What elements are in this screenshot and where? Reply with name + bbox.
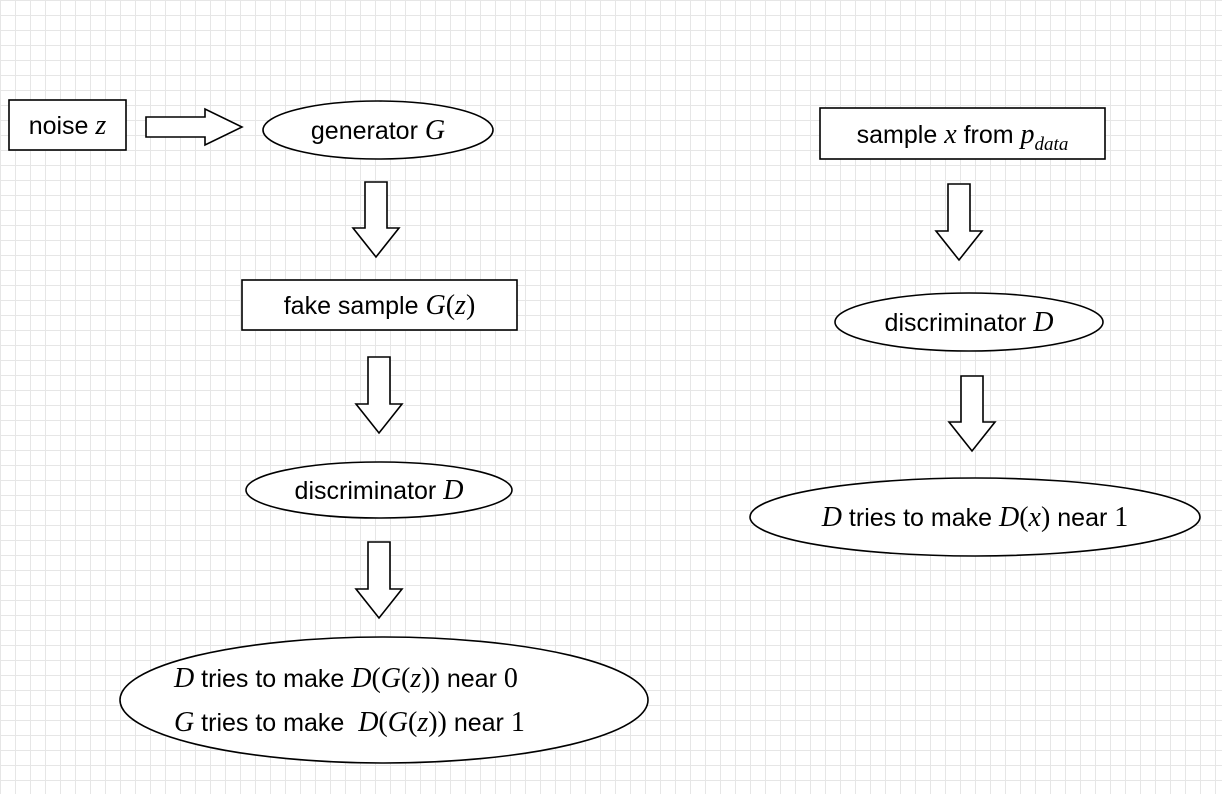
outcome-real-close: ) (1041, 502, 1050, 533)
outcome-fake-line2-suffix: near (447, 709, 511, 737)
arrow-discriminator-to-outcome-fake (354, 541, 404, 620)
sample-real-label-text: sample (857, 121, 945, 149)
discriminator-right-label-text: discriminator (885, 309, 1034, 337)
discriminator-right-node: discriminator D (834, 292, 1104, 352)
generator-variable: G (425, 115, 445, 146)
outcome-real-subject: D (821, 502, 842, 533)
fake-sample-box (241, 279, 518, 331)
outcome-real-node: D tries to make D(x) near 1 (749, 477, 1201, 557)
outcome-fake-line1-close: )) (421, 663, 440, 694)
noise-box (8, 99, 127, 151)
fake-sample-label: fake sample G(z) (284, 290, 476, 321)
discriminator-left-ellipse (245, 461, 513, 519)
discriminator-right-label: discriminator D (885, 307, 1054, 338)
outcome-fake-line2-func: D (357, 707, 378, 738)
outcome-fake-line2-target: 1 (511, 707, 525, 738)
discriminator-left-node: discriminator D (245, 461, 513, 519)
generator-label: generator G (311, 115, 445, 146)
sample-real-distribution: p (1019, 119, 1035, 150)
sample-real-variable: x (943, 119, 957, 150)
discriminator-left-variable: D (442, 475, 463, 506)
outcome-fake-line1-target: 0 (504, 663, 518, 694)
noise-node: noise z (8, 99, 127, 151)
outcome-real-func: D (998, 502, 1019, 533)
outcome-fake-line1-inner-func: G (381, 663, 401, 694)
sample-real-box (819, 107, 1106, 160)
outcome-real-arg: x (1028, 502, 1042, 533)
outcome-fake-line2-subject: G (174, 707, 194, 738)
outcome-fake-line2-inner-open: ( (408, 707, 417, 738)
sample-real-from-text: from (957, 121, 1021, 149)
outcome-fake-line2-arg: z (416, 707, 428, 738)
fake-sample-paren-close: ) (466, 290, 475, 321)
outcome-fake-ellipse (119, 636, 649, 764)
arrow-discriminator-to-outcome-real (947, 375, 997, 453)
outcome-real-open: ( (1019, 502, 1028, 533)
outcome-fake-line1-inner-open: ( (401, 663, 410, 694)
fake-sample-func: G (425, 290, 445, 321)
outcome-fake-line1-open: ( (371, 663, 380, 694)
generator-label-text: generator (311, 117, 425, 145)
outcome-real-suffix: near (1050, 504, 1114, 532)
noise-label-text: noise (29, 112, 96, 140)
fake-sample-arg: z (454, 290, 466, 321)
discriminator-left-label-text: discriminator (295, 477, 444, 505)
outcome-fake-line1-func: D (350, 663, 371, 694)
arrow-generator-to-fake-sample (351, 181, 401, 259)
outcome-real-ellipse (749, 477, 1201, 557)
outcome-real-label: D tries to make D(x) near 1 (821, 502, 1129, 533)
fake-sample-node: fake sample G(z) (241, 279, 518, 331)
outcome-real-target: 1 (1114, 502, 1128, 533)
arrow-noise-to-generator (145, 107, 244, 147)
outcome-fake-line2-verb: tries to make (194, 709, 358, 737)
outcome-fake-line1-arg: z (409, 663, 421, 694)
fake-sample-paren-open: ( (446, 290, 455, 321)
sample-real-label: sample x from pdata (857, 119, 1069, 155)
noise-label: noise z (29, 110, 107, 141)
outcome-fake-line1-suffix: near (440, 665, 504, 693)
outcome-real-verb: tries to make (842, 504, 999, 532)
outcome-fake-line1-subject: D (173, 663, 194, 694)
outcome-fake-line2-inner-func: G (388, 707, 408, 738)
generator-node: generator G (262, 100, 494, 160)
outcome-fake-line2: G tries to make D(G(z)) near 1 (174, 707, 525, 738)
arrow-fake-sample-to-discriminator (354, 356, 404, 435)
noise-variable: z (94, 110, 106, 141)
arrow-sample-to-discriminator (934, 183, 984, 262)
outcome-fake-line2-open: ( (378, 707, 387, 738)
outcome-fake-line1: D tries to make D(G(z)) near 0 (173, 663, 518, 694)
discriminator-left-label: discriminator D (295, 475, 464, 506)
sample-real-distribution-subscript: data (1035, 134, 1069, 155)
discriminator-right-variable: D (1032, 307, 1053, 338)
generator-ellipse (262, 100, 494, 160)
sample-real-node: sample x from pdata (819, 107, 1106, 160)
discriminator-right-ellipse (834, 292, 1104, 352)
outcome-fake-line2-close: )) (428, 707, 447, 738)
fake-sample-label-text: fake sample (284, 292, 426, 320)
outcome-fake-line1-verb: tries to make (194, 665, 351, 693)
outcome-fake-node: D tries to make D(G(z)) near 0 G tries t… (119, 636, 649, 764)
